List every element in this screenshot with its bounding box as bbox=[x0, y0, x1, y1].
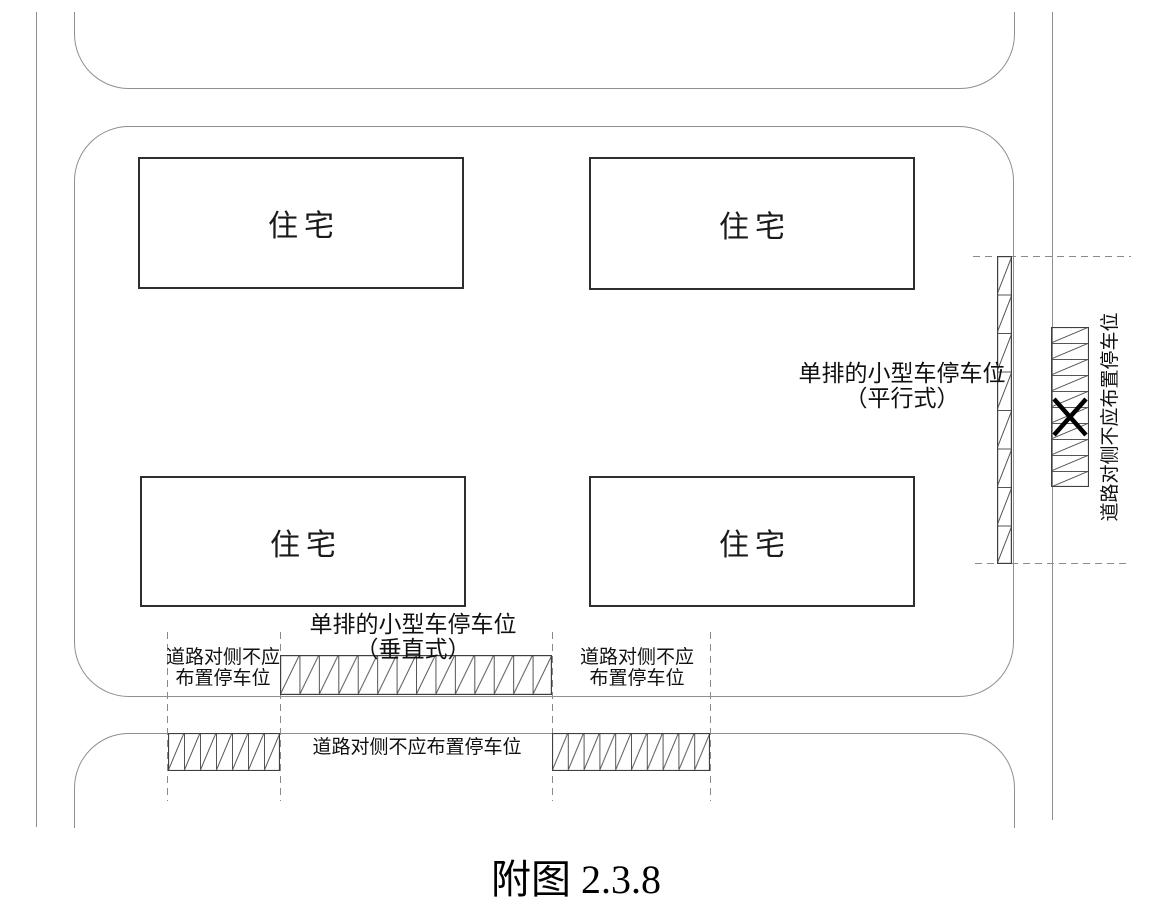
road-edge-left bbox=[36, 12, 37, 827]
label-no-parking-right: 道路对侧不应布置停车位 bbox=[1100, 312, 1121, 522]
label-no-parking-left: 道路对侧不应 布置停车位 bbox=[160, 647, 286, 689]
label-perpendicular-parking: 单排的小型车停车位 （垂直式） bbox=[283, 612, 543, 662]
label-parallel-line2: （平行式） bbox=[844, 386, 960, 411]
label-no-parking-bottom: 道路对侧不应布置停车位 bbox=[312, 737, 522, 758]
parking-strip-parallel bbox=[997, 256, 1012, 564]
dashed-extent-line-4 bbox=[710, 632, 711, 801]
building-label: 住宅 bbox=[719, 528, 791, 562]
label-no-parking-mid: 道路对侧不应 布置停车位 bbox=[574, 647, 700, 689]
no-parking-strip-lower-right bbox=[552, 733, 710, 771]
building-label: 住宅 bbox=[270, 528, 342, 562]
dashed-extent-line-1 bbox=[167, 632, 168, 801]
dashed-extent-line-3 bbox=[552, 632, 553, 801]
figure-caption: 附图 2.3.8 bbox=[491, 857, 661, 902]
no-parking-x-mark bbox=[1052, 397, 1088, 437]
building-top-right: 住宅 bbox=[589, 157, 915, 290]
label-no-parking-mid-line1: 道路对侧不应 bbox=[579, 647, 694, 668]
parking-strip-perpendicular bbox=[280, 655, 552, 695]
block-north bbox=[74, 12, 1015, 89]
building-top-left: 住宅 bbox=[138, 157, 464, 289]
no-parking-strip-right bbox=[1051, 327, 1089, 487]
block-south bbox=[74, 733, 1015, 828]
building-bottom-left: 住宅 bbox=[140, 476, 466, 607]
block-central bbox=[74, 126, 1014, 697]
building-label: 住宅 bbox=[719, 210, 791, 244]
label-no-parking-left-line2: 布置停车位 bbox=[175, 668, 271, 689]
dashed-extent-line-right-bottom bbox=[975, 563, 1131, 564]
label-parallel-line1: 单排的小型车停车位 bbox=[798, 361, 1006, 386]
building-bottom-right: 住宅 bbox=[589, 476, 915, 607]
label-parallel-parking: 单排的小型车停车位 （平行式） bbox=[772, 361, 1032, 411]
dashed-extent-line-2 bbox=[280, 632, 281, 801]
dashed-extent-line-right-top bbox=[973, 256, 1131, 257]
label-no-parking-left-line1: 道路对侧不应 bbox=[165, 647, 280, 668]
label-perpendicular-line1: 单排的小型车停车位 bbox=[309, 612, 517, 637]
no-parking-strip-lower-left bbox=[168, 733, 280, 771]
building-label: 住宅 bbox=[268, 210, 340, 243]
label-perpendicular-line2: （垂直式） bbox=[355, 637, 471, 662]
label-no-parking-mid-line2: 布置停车位 bbox=[589, 668, 685, 689]
